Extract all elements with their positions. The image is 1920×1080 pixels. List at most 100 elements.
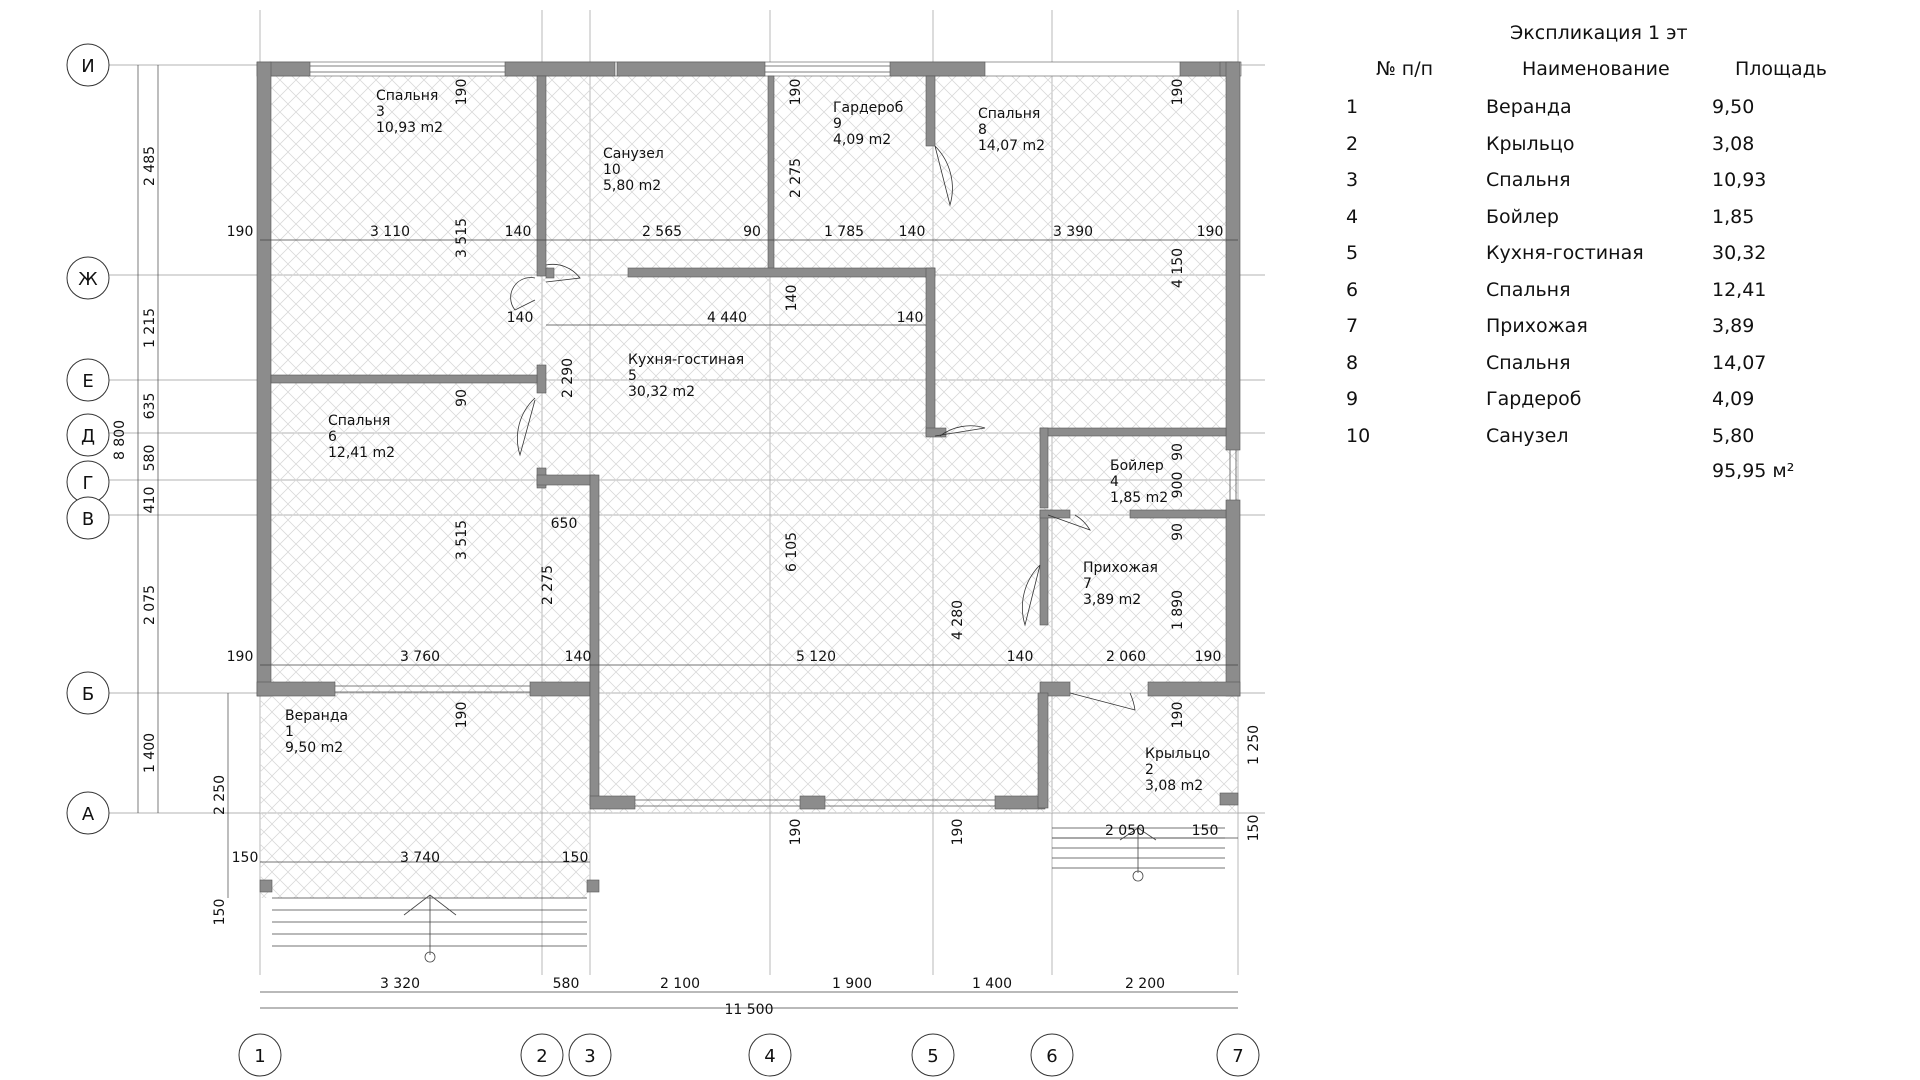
- room-area: 3,89 m2: [1083, 592, 1141, 608]
- row-name: Гардероб: [1486, 388, 1582, 410]
- room-name: Бойлер: [1110, 458, 1164, 474]
- explication-title: Экспликация 1 эт: [1510, 22, 1688, 44]
- room-number: 9: [833, 116, 842, 132]
- row-number: 10: [1346, 424, 1371, 447]
- header-area: Площадь: [1735, 58, 1827, 80]
- dimension-lines: [137, 65, 1238, 1009]
- dim-inner: 2 060: [1106, 649, 1146, 665]
- dim-left-3: 635: [142, 393, 158, 420]
- room-name: Крыльцо: [1145, 746, 1210, 762]
- axis-label-4: 4: [764, 1046, 775, 1067]
- row-number: 9: [1346, 388, 1359, 410]
- row-area: 1,85: [1712, 205, 1755, 228]
- dim-inner: 140: [507, 310, 534, 326]
- dim-inner: 140: [505, 224, 532, 240]
- room-area: 30,32 m2: [628, 384, 695, 400]
- explication-total-row: 95,95 м²: [1320, 460, 1840, 490]
- axis-marker-A: [66, 791, 110, 835]
- windows: [310, 65, 1237, 807]
- axis-label-3: 3: [584, 1046, 595, 1067]
- axis-label-I: И: [81, 56, 94, 77]
- dim-inner: 140: [899, 224, 926, 240]
- room-number: 6: [328, 429, 337, 445]
- row-number: 1: [1346, 96, 1359, 118]
- axis-label-B: Б: [82, 684, 94, 705]
- dim-left-5: 410: [142, 487, 158, 514]
- dim-inner: 3 390: [1053, 224, 1093, 240]
- dim-inner: 150: [1246, 815, 1262, 842]
- room-area: 14,07 m2: [978, 138, 1045, 154]
- dim-inner: 190: [788, 79, 804, 106]
- dim-inner: 2 050: [1105, 823, 1145, 839]
- axis-label-V: В: [82, 509, 94, 530]
- dim-left-step: 150: [212, 899, 228, 926]
- row-name: Крыльцо: [1486, 132, 1575, 155]
- dim-inner: 90: [1170, 443, 1186, 461]
- dim-left-1: 2 485: [142, 146, 158, 186]
- dim-inner: 140: [1007, 649, 1034, 665]
- dim-inner: 90: [1170, 523, 1186, 541]
- room-name: Веранда: [285, 708, 348, 724]
- dim-inner: 190: [1170, 79, 1186, 106]
- dim-inner: 2 275: [540, 565, 556, 605]
- room-area: 1,85 m2: [1110, 490, 1168, 506]
- dim-inner: 190: [950, 819, 966, 846]
- dim-inner: 1 250: [1246, 725, 1262, 765]
- axis-marker-5: [911, 1033, 955, 1077]
- dim-inner: 190: [227, 224, 254, 240]
- row-area: 12,41: [1712, 278, 1767, 301]
- dim-inner: 4 280: [950, 600, 966, 640]
- dim-bottom-4: 1 900: [832, 976, 872, 992]
- dim-inner: 190: [1195, 649, 1222, 665]
- row-number: 3: [1346, 169, 1359, 191]
- axis-label-5: 5: [927, 1046, 938, 1067]
- dim-bottom-6: 2 200: [1125, 976, 1165, 992]
- room-area: 10,93 m2: [376, 120, 443, 136]
- axis-marker-D: [66, 413, 110, 457]
- room-number: 8: [978, 122, 987, 138]
- dim-inner: 150: [1192, 823, 1219, 839]
- row-number: 7: [1346, 315, 1359, 337]
- room-area: 12,41 m2: [328, 445, 395, 461]
- axis-marker-2: [520, 1033, 564, 1077]
- axis-marker-7: [1216, 1033, 1260, 1077]
- dim-inner: 140: [897, 310, 924, 326]
- dim-inner: 4 150: [1170, 248, 1186, 288]
- dim-inner: 3 515: [454, 520, 470, 560]
- dim-inner: 3 760: [400, 649, 440, 665]
- room-name: Прихожая: [1083, 560, 1158, 576]
- row-number: 6: [1346, 278, 1359, 301]
- row-area: 14,07: [1712, 351, 1767, 374]
- axis-marker-E: [66, 358, 110, 402]
- axis-markers-vertical: [238, 1033, 1260, 1077]
- row-area: 3,89: [1712, 315, 1755, 337]
- axis-label-1: 1: [254, 1046, 265, 1067]
- header-name: Наименование: [1522, 58, 1670, 80]
- dim-bottom-3: 2 100: [660, 976, 700, 992]
- room-area: 9,50 m2: [285, 740, 343, 756]
- axis-markers-horizontal: [66, 43, 110, 835]
- dim-inner: 90: [454, 389, 470, 407]
- dim-inner: 650: [551, 516, 578, 532]
- dim-inner: 190: [227, 649, 254, 665]
- dim-inner: 4 440: [707, 310, 747, 326]
- dim-left-4: 580: [142, 445, 158, 472]
- row-name: Спальня: [1486, 169, 1571, 191]
- room-number: 3: [376, 104, 385, 120]
- dim-left-7: 1 400: [142, 733, 158, 773]
- axis-label-Zh: Ж: [78, 269, 98, 290]
- dim-inner: 3 515: [454, 218, 470, 258]
- room-number: 1: [285, 724, 294, 740]
- dim-inner: 900: [1170, 472, 1186, 499]
- dim-inner: 140: [565, 649, 592, 665]
- room-area: 3,08 m2: [1145, 778, 1203, 794]
- room-name: Спальня: [978, 106, 1040, 122]
- room-area: 4,09 m2: [833, 132, 891, 148]
- dim-inner: 5 120: [796, 649, 836, 665]
- dim-inner: 190: [1170, 702, 1186, 729]
